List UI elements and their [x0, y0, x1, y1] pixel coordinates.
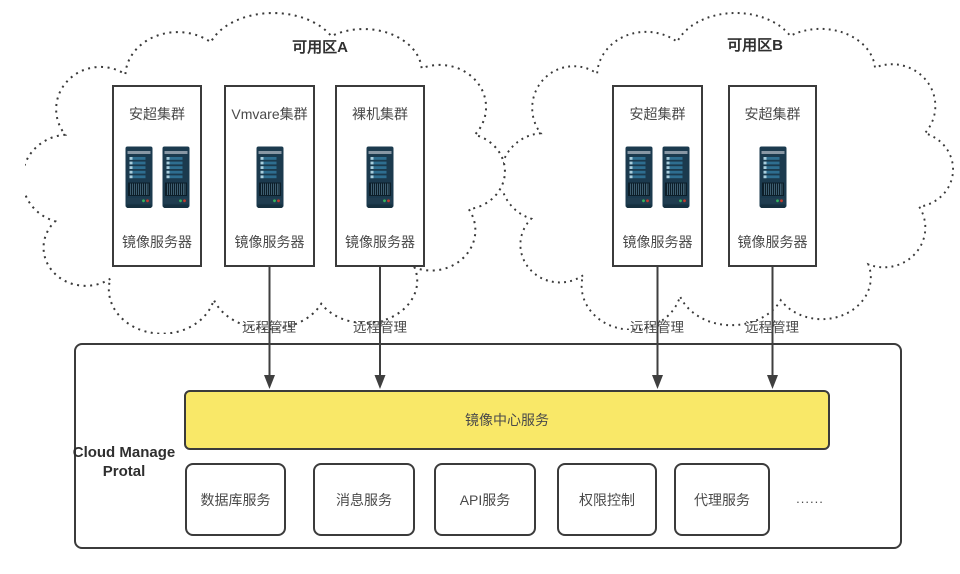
service-box-api: API服务: [434, 463, 536, 536]
cluster-box-baremetal: 裸机集群 镜像服务器: [335, 85, 425, 267]
server-row: [625, 146, 690, 210]
cluster-title: 安超集群: [744, 106, 801, 122]
cluster-box-anchao-a: 安超集群 镜像服务器: [112, 85, 202, 267]
server-icon: [125, 146, 153, 210]
cluster-box-vmvare: Vmvare集群 镜像服务器: [224, 85, 315, 267]
remote-mgmt-label-1: 远程管理: [242, 320, 296, 335]
cluster-title: Vmvare集群: [231, 106, 308, 122]
remote-mgmt-label-3: 远程管理: [630, 320, 684, 335]
server-row: [759, 146, 787, 210]
mirror-center-service-box: 镜像中心服务: [184, 390, 830, 450]
cluster-caption: 镜像服务器: [737, 234, 808, 250]
zone-b-label: 可用区B: [727, 37, 783, 54]
server-row: [125, 146, 190, 210]
service-box-proxy: 代理服务: [674, 463, 770, 536]
remote-mgmt-label-4: 远程管理: [745, 320, 799, 335]
cluster-caption: 镜像服务器: [234, 234, 305, 250]
server-icon: [625, 146, 653, 210]
server-icon: [366, 146, 394, 210]
cluster-caption: 镜像服务器: [345, 234, 415, 250]
service-box-permission: 权限控制: [557, 463, 657, 536]
cluster-title: 裸机集群: [352, 106, 408, 122]
cluster-box-anchao-b2: 安超集群 镜像服务器: [728, 85, 817, 267]
cluster-box-anchao-b1: 安超集群 镜像服务器: [612, 85, 703, 267]
server-icon: [162, 146, 190, 210]
server-row: [256, 146, 284, 210]
server-icon: [256, 146, 284, 210]
service-box-message: 消息服务: [313, 463, 415, 536]
server-row: [366, 146, 394, 210]
service-box-database: 数据库服务: [185, 463, 286, 536]
server-icon: [662, 146, 690, 210]
zone-a-label: 可用区A: [292, 39, 348, 56]
more-services-ellipsis: ......: [796, 491, 824, 506]
cluster-caption: 镜像服务器: [622, 234, 693, 250]
cluster-caption: 镜像服务器: [122, 234, 192, 250]
portal-title: Cloud Manage Protal: [72, 444, 176, 480]
cluster-title: 安超集群: [629, 106, 686, 122]
remote-mgmt-label-2: 远程管理: [353, 320, 407, 335]
cluster-title: 安超集群: [129, 106, 185, 122]
server-icon: [759, 146, 787, 210]
